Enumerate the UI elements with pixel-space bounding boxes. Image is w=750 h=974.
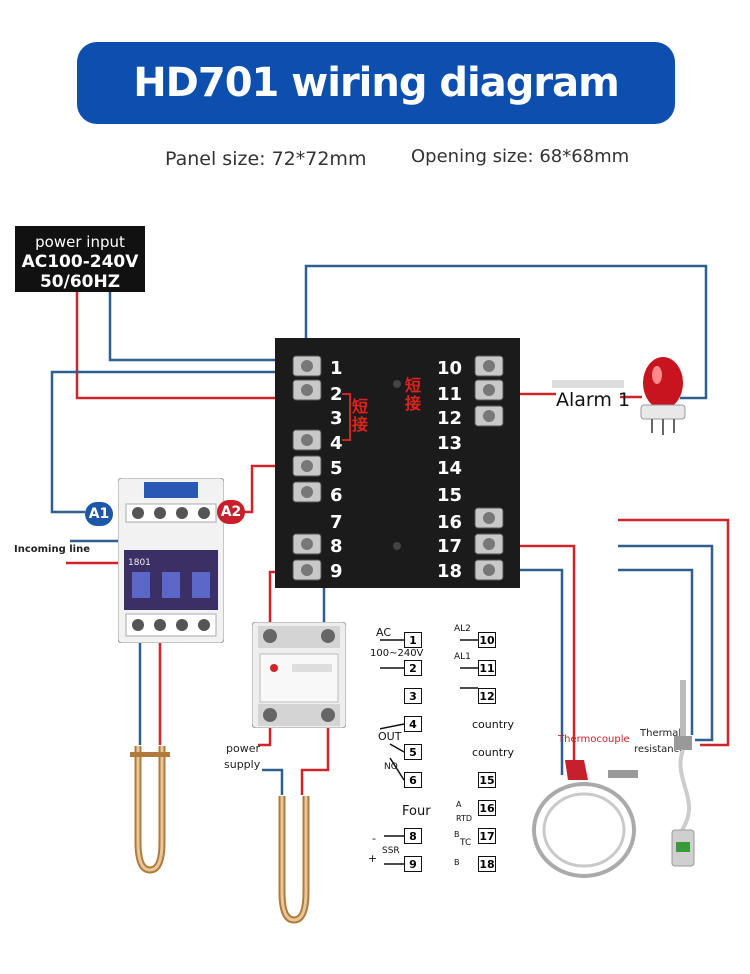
- thermal-resistance-label-1: Thermal: [640, 728, 682, 739]
- legend-schematic-lines: [380, 639, 478, 865]
- ssr-relay-icon: [252, 622, 346, 728]
- heater-element-icon-2: [278, 796, 310, 924]
- legend-box-16: 16: [478, 800, 496, 816]
- terminal-16: 16: [437, 512, 463, 533]
- terminal-7: 7: [330, 512, 343, 533]
- rtd-b2-wire: [618, 568, 694, 735]
- contactor-icon: [118, 478, 224, 643]
- rtd-probe-icon: [671, 680, 695, 867]
- terminal-17: 17: [437, 536, 463, 557]
- power-frequency: 50/60HZ: [39, 272, 121, 292]
- terminal-2: 2: [330, 384, 343, 405]
- alarm-light-icon: [640, 357, 686, 435]
- legend-box-17: 17: [478, 828, 496, 844]
- legend-box-2: 2: [404, 660, 422, 676]
- power-neutral-wire: [108, 292, 306, 362]
- legend-box-10: 10: [478, 632, 496, 648]
- heater-element-icon: [130, 746, 170, 874]
- thermal-resistance-label-2: resistance: [634, 744, 686, 755]
- legend-box-8: 8: [404, 828, 422, 844]
- legend-box-18: 18: [478, 856, 496, 872]
- power-voltage: AC100-240V: [21, 252, 139, 272]
- power-input-box: power input AC100-240V 50/60HZ: [15, 226, 145, 292]
- legend-box-5: 5: [404, 744, 422, 760]
- terminal-1: 1: [330, 358, 343, 379]
- controller-terminal-block: [275, 338, 520, 588]
- power-input-label: power input: [35, 233, 125, 251]
- terminal-15: 15: [437, 485, 463, 506]
- incoming-line-label: Incoming line: [14, 544, 91, 555]
- terminal-screws: [292, 355, 504, 581]
- terminal-10: 10: [437, 358, 463, 379]
- legend-box-4: 4: [404, 716, 422, 732]
- legend-box-6: 6: [404, 772, 422, 788]
- terminal-3: 3: [330, 408, 343, 429]
- short-label-2-12: 短接: [405, 376, 422, 413]
- contactor-model: 1801: [128, 558, 151, 568]
- tc-minus-wire: [490, 568, 564, 775]
- terminal-5: 5: [330, 458, 343, 479]
- title-banner: HD701 wiring diagram: [77, 42, 675, 124]
- terminal-18: 18: [437, 561, 463, 582]
- power-live-wire: [75, 292, 306, 400]
- legend-box-3: 3: [404, 688, 422, 704]
- ssr-power-label-1: power: [226, 742, 260, 755]
- ssr-power-label-2: supply: [224, 758, 261, 771]
- legend-box-15: 15: [478, 772, 496, 788]
- terminal-13: 13: [437, 433, 463, 454]
- a2-badge: A2: [217, 500, 245, 524]
- short-bracket: [342, 393, 351, 441]
- rtd-a-wire: [618, 518, 730, 747]
- alarm-1-label: Alarm 1: [556, 389, 631, 411]
- panel-size: Panel size: 72*72mm: [165, 148, 367, 170]
- page-title: HD701 wiring diagram: [133, 60, 620, 106]
- alarm-common-wire: [304, 264, 708, 400]
- a1-wire: [50, 370, 306, 514]
- terminal-11: 11: [437, 384, 463, 405]
- thermocouple-label: Thermocouple: [558, 734, 630, 745]
- a1-badge: A1: [85, 502, 113, 526]
- thermocouple-probe-icon: [532, 760, 638, 878]
- opening-size: Opening size: 68*68mm: [411, 146, 630, 167]
- terminal-4: 4: [330, 433, 343, 454]
- legend-box-11: 11: [478, 660, 496, 676]
- legend-box-1: 1: [404, 632, 422, 648]
- terminal-12: 12: [437, 408, 463, 429]
- terminal-9: 9: [330, 561, 343, 582]
- legend-box-12: 12: [478, 688, 496, 704]
- terminal-6: 6: [330, 485, 343, 506]
- short-label-3-4: 短接: [352, 397, 369, 434]
- terminal-8: 8: [330, 536, 343, 557]
- legend-box-9: 9: [404, 856, 422, 872]
- rtd-b1-wire: [618, 544, 714, 742]
- terminal-14: 14: [437, 458, 463, 479]
